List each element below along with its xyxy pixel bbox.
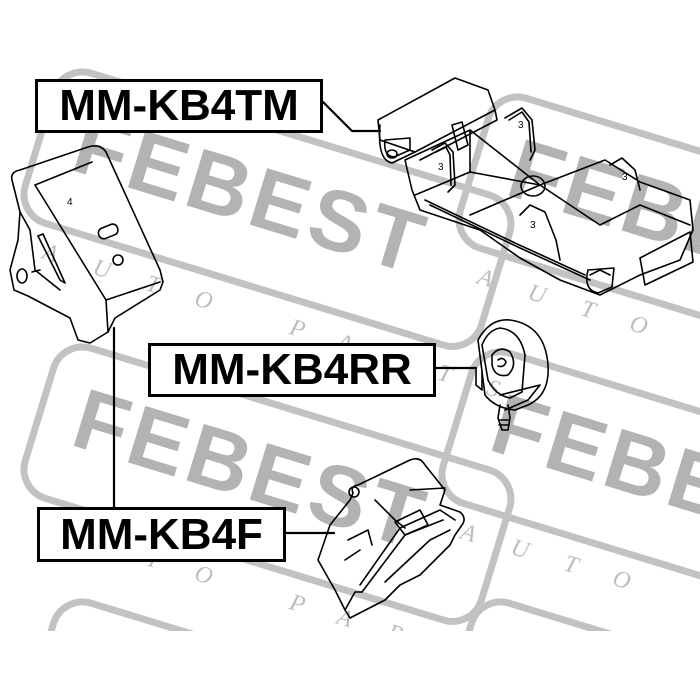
- part-label-text: MM-KB4TM: [59, 81, 299, 130]
- crossmember-marker-3: 3: [438, 162, 444, 173]
- part-marker-4: 4: [67, 197, 73, 208]
- part-label-text: MM-KB4F: [60, 509, 263, 559]
- front-mount-drawing-left: 4: [9, 145, 164, 344]
- front-mount-drawing-right: [317, 458, 465, 619]
- part-label-mm-kb4f[interactable]: MM-KB4F: [37, 507, 286, 562]
- crossmember-marker-3: 3: [518, 120, 524, 131]
- crossmember-marker-3: 3: [530, 220, 536, 231]
- part-label-mm-kb4tm[interactable]: MM-KB4TM: [35, 79, 323, 133]
- part-label-mm-kb4rr[interactable]: MM-KB4RR: [148, 343, 436, 397]
- leader-line-tm: [321, 100, 382, 133]
- parts-line-art: 4: [9, 77, 694, 619]
- part-label-text: MM-KB4RR: [172, 345, 412, 394]
- crossmember-marker-3: 3: [622, 172, 628, 183]
- leader-lines: [112, 100, 478, 535]
- rear-mount-drawing: [475, 319, 549, 431]
- diagram-area: FEBEST AUTO PARTS FEBEST AUTO PARTS FEBE…: [9, 60, 700, 631]
- crossmember-drawing: 3 3 3 3: [377, 77, 694, 296]
